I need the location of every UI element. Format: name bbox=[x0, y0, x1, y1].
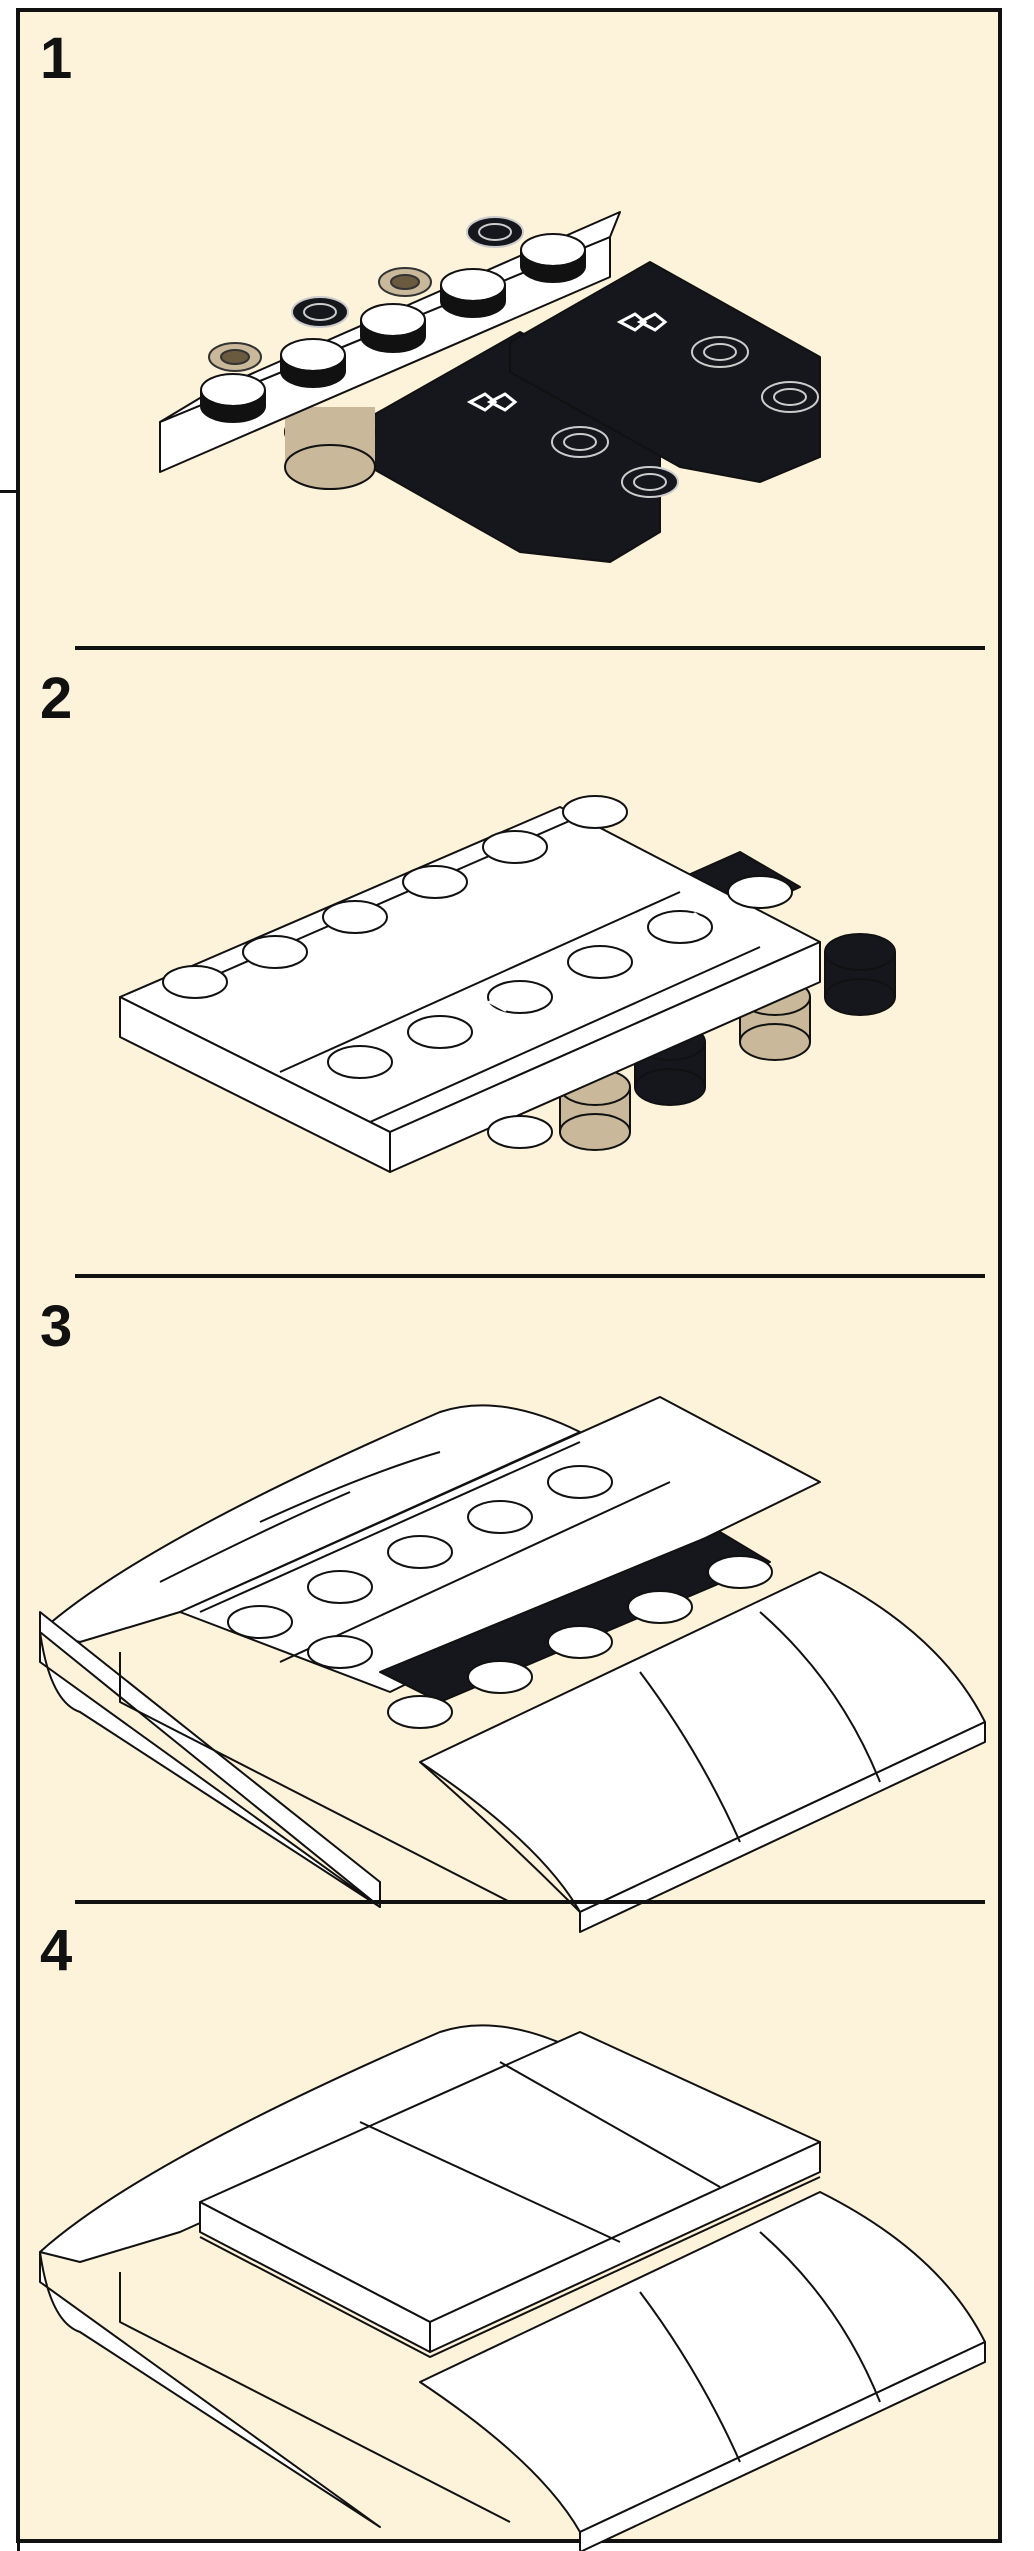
step-3-illustration bbox=[20, 1282, 1006, 1922]
step-divider bbox=[75, 1274, 985, 1278]
step-1-illustration bbox=[20, 12, 1006, 632]
instruction-panel: 1 bbox=[16, 8, 1002, 2543]
step-4-illustration bbox=[20, 1902, 1006, 2547]
step-2-illustration bbox=[20, 652, 1006, 1272]
step-divider bbox=[75, 646, 985, 650]
